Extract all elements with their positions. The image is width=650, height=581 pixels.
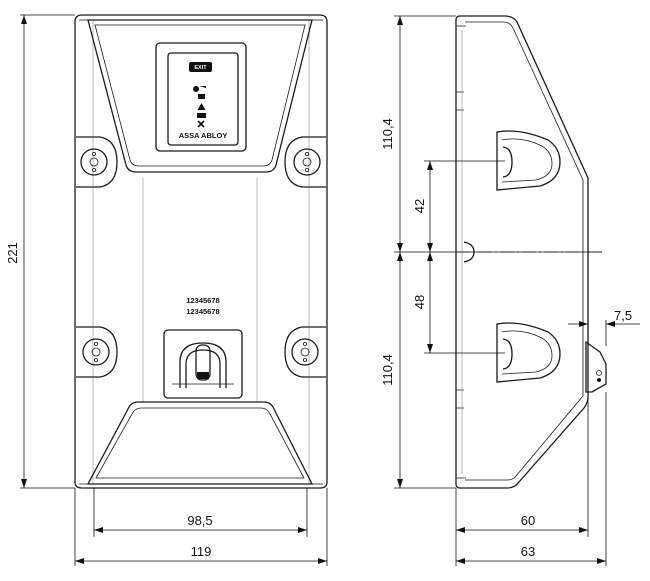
- status-icons: [193, 86, 206, 128]
- side-lug-upper: [496, 130, 561, 191]
- exit-sign: [189, 62, 212, 72]
- exit-label: EXIT: [194, 65, 207, 71]
- mounting-hole-bottom-right: [284, 326, 326, 378]
- dim-body-depth: 60: [521, 513, 535, 528]
- front-view: EXIT ASSA ABLOY: [74, 14, 328, 489]
- mounting-hole-bottom-left: [76, 326, 118, 378]
- warning-icon: [197, 103, 206, 110]
- dim-inner-width: 98,5: [187, 513, 212, 528]
- dim-overall-width: 119: [191, 544, 212, 559]
- latch: [585, 340, 607, 393]
- dim-upper-hole-offset: 110,4: [380, 118, 395, 150]
- bottom-cover: [86, 401, 314, 485]
- cylinder-module: [163, 329, 243, 399]
- dimension-lines: 221 110,4 110,4 42 48 7,5 98,5 119 60: [5, 14, 640, 566]
- front-body-outline: [74, 14, 328, 489]
- battery-icon: [197, 113, 206, 118]
- side-body-outline: [455, 15, 589, 489]
- dim-overall-depth: 63: [521, 544, 535, 559]
- key-icon: [193, 86, 206, 92]
- side-lug-lower: [496, 322, 561, 383]
- reader-panel: [155, 42, 247, 152]
- dim-upper-hole-spacing: 42: [412, 199, 427, 213]
- dim-lower-hole-offset: 110,4: [380, 354, 395, 386]
- brand-label: ASSA ABLOY: [179, 131, 228, 140]
- dim-lower-hole-spacing: 48: [412, 295, 427, 309]
- serial-label-2: 12345678: [186, 307, 219, 316]
- lock-icon: [198, 94, 205, 99]
- mounting-hole-top-right: [284, 136, 326, 188]
- close-icon: [197, 120, 205, 128]
- dim-overall-height: 221: [5, 242, 20, 264]
- serial-label-1: 12345678: [186, 296, 219, 305]
- mounting-hole-top-left: [76, 136, 118, 188]
- top-cover: [87, 19, 313, 173]
- dim-latch-depth: 7,5: [614, 308, 632, 323]
